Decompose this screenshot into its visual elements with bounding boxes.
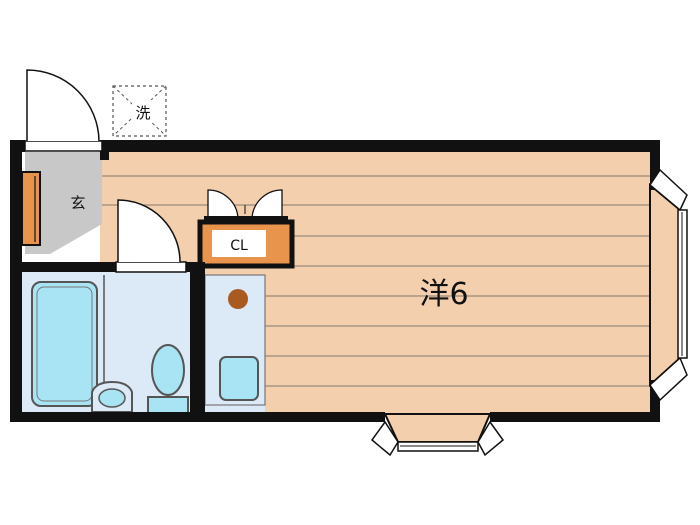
entrance-door xyxy=(26,69,100,142)
bath-door xyxy=(117,199,181,263)
floor-planks xyxy=(100,175,650,387)
bottom-window-right-leaf xyxy=(477,420,505,457)
toilet-bowl xyxy=(151,344,185,396)
bottom-bay-floor xyxy=(383,413,492,443)
bay-window-bottom-leaf xyxy=(649,356,688,402)
bay-window-top-leaf xyxy=(649,168,688,212)
bathtub xyxy=(31,281,98,407)
stove-icon xyxy=(228,289,248,309)
entrance-floor xyxy=(25,152,102,254)
shoe-box xyxy=(21,171,41,246)
closet-label: CL xyxy=(230,238,248,254)
walls xyxy=(10,140,660,422)
bay-window-floor xyxy=(649,182,681,388)
entrance-label: 玄 xyxy=(70,194,85,212)
kitchen-sink xyxy=(219,356,259,401)
western-room-label: 洋6 xyxy=(419,277,468,312)
bottom-window-left-leaf xyxy=(370,420,399,457)
toilet-tank xyxy=(147,396,189,414)
laundry-label: 洗 xyxy=(135,104,150,122)
